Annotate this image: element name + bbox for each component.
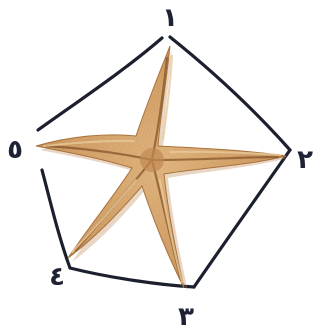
vertex-label-1: ١ (162, 3, 178, 33)
edge-4-5 (42, 170, 70, 268)
vertex-label-5: ٥ (7, 135, 23, 165)
starfish-image (36, 46, 288, 292)
starfish-center (140, 148, 164, 172)
vertex-label-4: ٤ (49, 262, 65, 292)
edge-1-2 (170, 37, 290, 150)
vertex-label-3: ٣ (178, 302, 194, 332)
vertex-label-2: ٢ (297, 145, 313, 175)
